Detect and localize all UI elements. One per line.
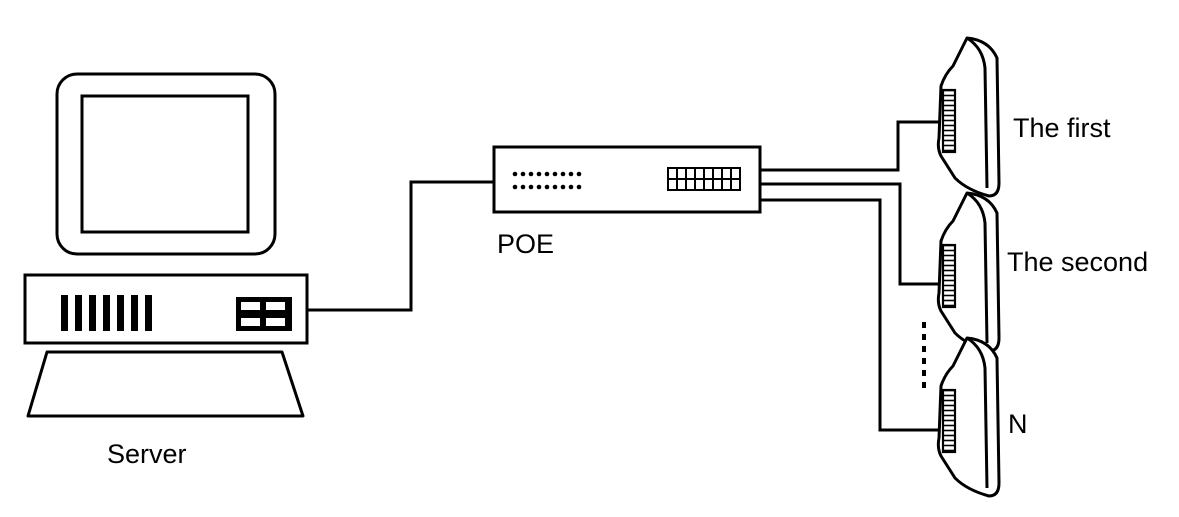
cable-to-second <box>760 182 948 286</box>
terminal-device-icon-second <box>936 191 1001 353</box>
server-computer-icon <box>23 72 309 418</box>
device-n-label: N <box>1008 409 1028 439</box>
device-first-label: The first <box>1013 113 1111 143</box>
cable-server-to-poe <box>307 180 493 312</box>
cables-poe-to-devices <box>760 120 948 432</box>
server-vents <box>61 295 152 331</box>
server-drive-bays <box>236 297 292 331</box>
ellipsis-dots <box>922 322 926 388</box>
monitor <box>55 72 277 256</box>
terminal-device-icon-first <box>936 36 1001 198</box>
poe-indicator-lights <box>512 171 582 190</box>
device-second-label: The second <box>1007 247 1149 277</box>
keyboard <box>26 350 305 418</box>
terminal-device-icon-n <box>936 336 1001 498</box>
cable-to-first <box>760 120 948 172</box>
poe-switch-icon <box>492 145 762 214</box>
poe-ports <box>667 167 741 191</box>
server-unit <box>23 273 309 345</box>
server-label: Server <box>107 439 187 469</box>
cable-to-n <box>760 198 948 432</box>
poe-label: POE <box>497 229 555 259</box>
